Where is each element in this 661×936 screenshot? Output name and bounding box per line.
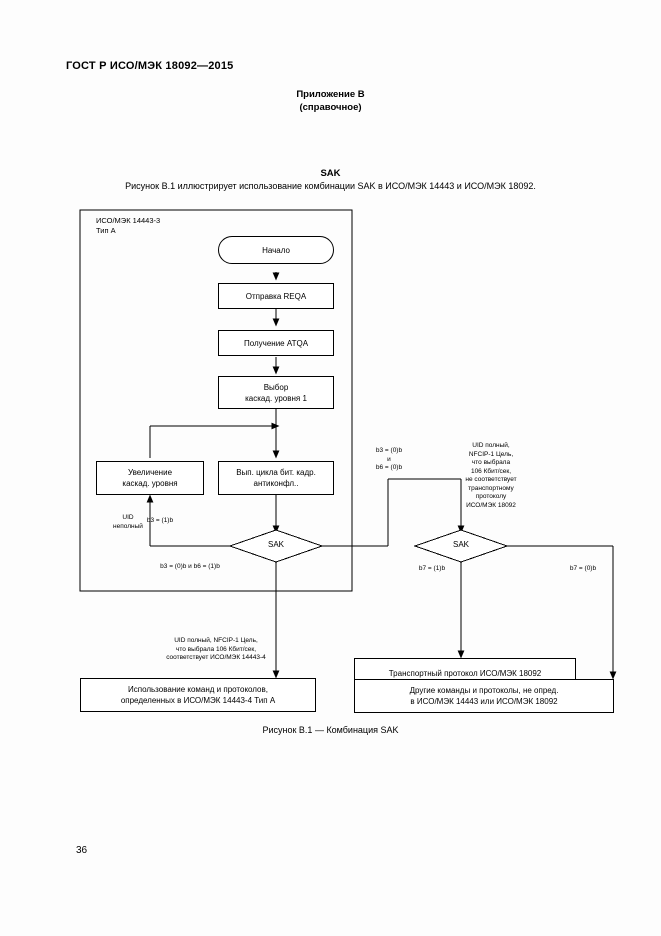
- section-intro: Рисунок В.1 иллюстрирует использование к…: [125, 181, 536, 191]
- edge-label-b3-1b: b3 = (1)b: [146, 517, 174, 524]
- edge-label-uid-incomplete: UID неполный: [113, 514, 143, 530]
- node-receive-atqa: Получение ATQA: [218, 330, 334, 356]
- node-increase-cascade-level: Увеличение каскад. уровня: [96, 461, 204, 495]
- node-start: Начало: [218, 236, 334, 264]
- node-sak-left-label: SAK: [267, 540, 284, 549]
- node-select-cascade-level: Выбор каскад. уровня 1: [218, 376, 334, 409]
- annex-subtitle: (справочное): [299, 102, 362, 113]
- annex-title: Приложение В: [296, 89, 365, 100]
- node-bit-frame-anticollision: Вып. цикла бит. кадр. антиконфл..: [218, 461, 334, 495]
- annex-block: Приложение В (справочное): [0, 88, 661, 114]
- figure-caption: Рисунок В.1 — Комбинация SAK: [262, 725, 399, 735]
- section-title: SAK: [320, 168, 341, 179]
- edge-label-b7-1b: b7 = (1)b: [418, 565, 446, 572]
- edge-label-uid-full-not-matching: UID полный, NFCIP-1 Цель, что выбрала 10…: [465, 442, 517, 509]
- edge-label-b3-0b-and-b6-1b: b3 = (0)b и b6 = (1)b: [160, 563, 220, 570]
- edge-label-b7-0b: b7 = (0)b: [569, 565, 597, 572]
- node-send-reqa: Отправка REQA: [218, 283, 334, 309]
- group-label-iso14443-3: ИСО/МЭК 14443-3 Тип А: [96, 216, 161, 235]
- edge-label-uid-full-matching: UID полный, NFCIP-1 Цель, что выбрала 10…: [166, 637, 266, 661]
- node-commands-iso14443-4: Использование команд и протоколов, опред…: [80, 678, 316, 712]
- node-sak-right-label: SAK: [452, 540, 469, 549]
- standard-header: ГОСТ Р ИСО/МЭК 18092—2015: [66, 60, 234, 72]
- node-other-commands: Другие команды и протоколы, не опред. в …: [354, 679, 614, 713]
- page-number: 36: [76, 845, 88, 856]
- edge-label-b3-0b-and-b6-0b: b3 = (0)b и b6 = (0)b: [375, 447, 403, 471]
